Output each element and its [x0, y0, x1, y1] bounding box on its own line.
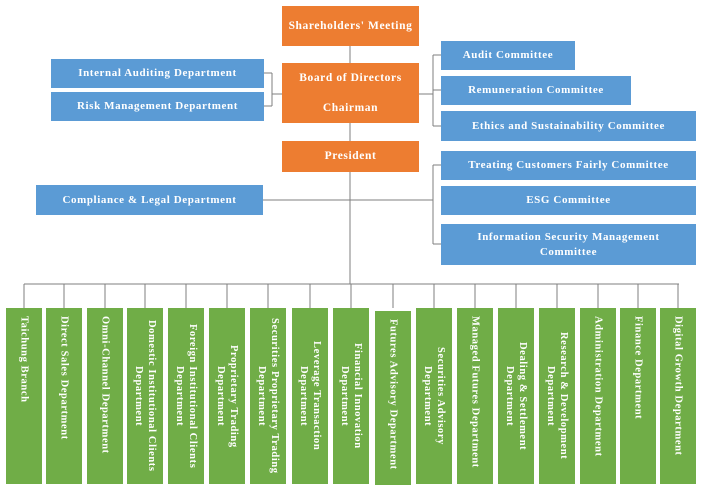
department-label: Leverage Transaction Department [298, 341, 322, 451]
treating-customers-fairly-committee-label: Treating Customers Fairly Committee [468, 159, 669, 171]
internal-auditing-department-label: Internal Auditing Department [78, 67, 237, 79]
department-label: Research & Development Department [545, 332, 569, 460]
department-box: Direct Sales Department [46, 308, 82, 484]
shareholders-meeting-box: Shareholders' Meeting [282, 6, 419, 46]
president-box: President [282, 141, 419, 172]
audit-committee-label: Audit Committee [462, 49, 554, 61]
treating-customers-fairly-committee-box: Treating Customers Fairly Committee [441, 151, 696, 180]
department-label: Securities Advisory Department [422, 346, 446, 446]
department-box: Foreign Institutional Clients Department [168, 308, 204, 484]
department-label: Domestic Institutional Clients Departmen… [133, 320, 157, 472]
audit-committee-box: Audit Committee [441, 41, 575, 70]
department-label: Securities Proprietary Trading Departmen… [256, 318, 280, 474]
department-box: Administration Department [580, 308, 616, 484]
department-box: Securities Advisory Department [416, 308, 452, 484]
department-label: Managed Futures Department [469, 316, 481, 468]
department-box: Leverage Transaction Department [292, 308, 328, 484]
information-security-management-committee-label: Information Security Management Committe… [477, 230, 660, 258]
department-box: Managed Futures Department [457, 308, 493, 484]
department-box: Omni-Channel Department [87, 308, 123, 484]
board-of-directors-label: Board of Directors [299, 71, 402, 84]
department-box: Finance Department [620, 308, 656, 484]
department-box: Proprietary Trading Department [209, 308, 245, 484]
department-box: Domestic Institutional Clients Departmen… [127, 308, 163, 484]
chairman-label: Chairman [322, 101, 379, 114]
ethics-sustainability-committee-box: Ethics and Sustainability Committee [441, 111, 696, 141]
department-box: Digital Growth Department [660, 308, 696, 484]
department-label: Administration Department [592, 316, 604, 457]
information-security-management-committee-box: Information Security Management Committe… [441, 224, 696, 265]
department-label: Financial Innovation Department [339, 343, 363, 449]
department-box: Research & Development Department [539, 308, 575, 484]
compliance-legal-department-label: Compliance & Legal Department [62, 193, 237, 206]
department-label: Dealing & Settlement Department [504, 341, 528, 451]
department-box: Securities Proprietary Trading Departmen… [250, 308, 286, 484]
board-of-directors-box: Board of Directors Chairman [282, 63, 419, 123]
department-label: Proprietary Trading Department [215, 344, 239, 448]
department-label: Direct Sales Department [58, 316, 70, 440]
internal-auditing-department-box: Internal Auditing Department [51, 59, 264, 88]
shareholders-meeting-label: Shareholders' Meeting [288, 19, 413, 32]
risk-management-department-label: Risk Management Department [76, 100, 239, 112]
esg-committee-label: ESG Committee [526, 194, 611, 206]
department-label: Foreign Institutional Clients Department [174, 323, 198, 469]
department-label: Futures Advisory Department [387, 319, 399, 470]
department-label: Digital Growth Department [672, 316, 684, 456]
risk-management-department-box: Risk Management Department [51, 92, 264, 121]
compliance-legal-department-box: Compliance & Legal Department [36, 185, 263, 215]
department-box: Futures Advisory Department [375, 311, 411, 485]
department-box: Taichung Branch [6, 308, 42, 484]
ethics-sustainability-committee-label: Ethics and Sustainability Committee [471, 119, 666, 132]
department-label: Taichung Branch [18, 316, 30, 403]
department-box: Financial Innovation Department [333, 308, 369, 484]
remuneration-committee-box: Remuneration Committee [441, 76, 631, 105]
remuneration-committee-label: Remuneration Committee [468, 84, 604, 96]
department-label: Omni-Channel Department [99, 316, 111, 454]
department-box: Dealing & Settlement Department [498, 308, 534, 484]
president-label: President [324, 150, 377, 162]
department-label: Finance Department [632, 316, 644, 420]
esg-committee-box: ESG Committee [441, 186, 696, 215]
